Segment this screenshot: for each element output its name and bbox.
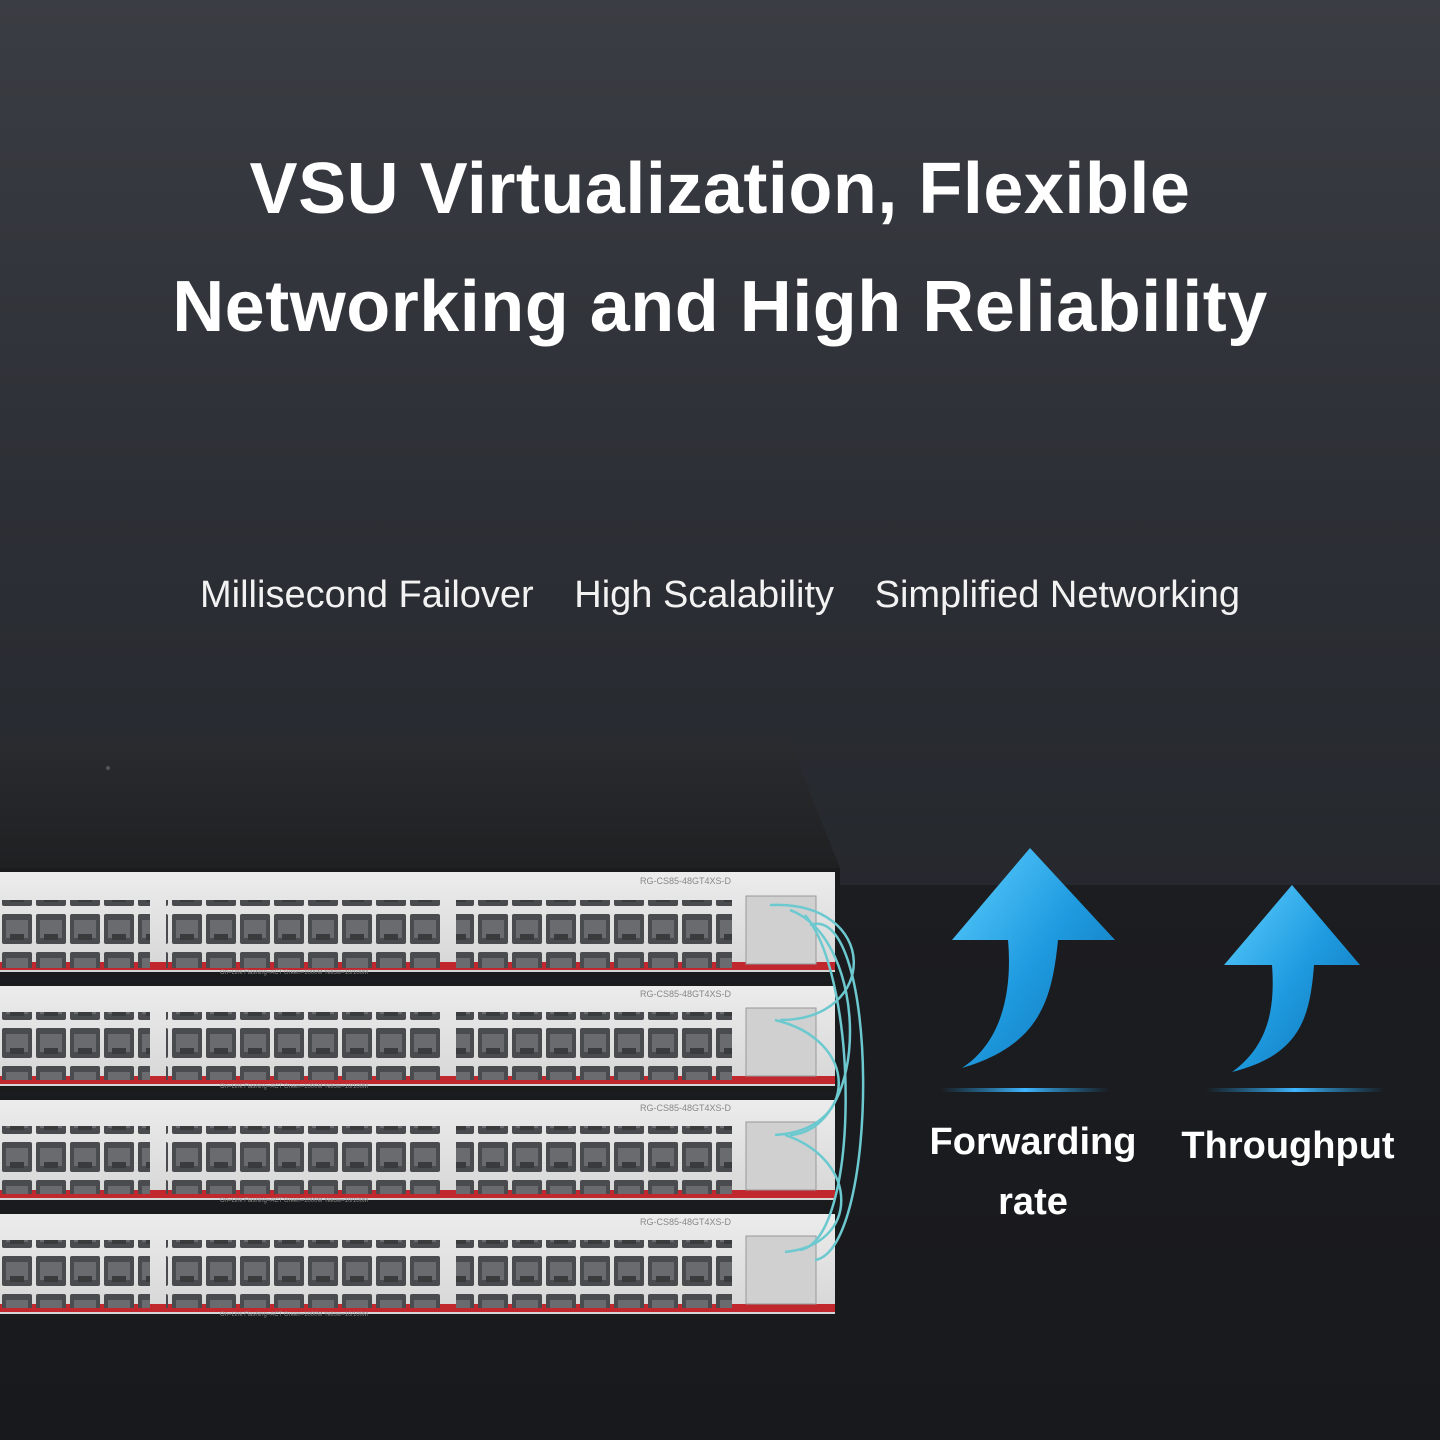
switch-unit [0,868,840,978]
switch-top-cover [0,742,840,868]
page-title: VSU Virtualization, Flexible Networking … [0,130,1440,366]
metric-label-line: rate [998,1181,1068,1223]
switch-model-label: RG-CS85-48GT4XS-D [640,989,732,999]
switch-unit [0,1096,840,1206]
led-legend: On=Link Flashing=ACT Green=1000M Yellow=… [220,1084,368,1090]
switch-unit [0,1210,840,1320]
switch-model-label: RG-CS85-48GT4XS-D [640,1217,732,1227]
feature-scalability: High Scalability [574,574,835,616]
feature-networking: Simplified Networking [874,574,1240,616]
metric-label-line: Throughput [1181,1125,1395,1167]
metric-forwarding-rate: Forwarding rate [918,1112,1148,1232]
metric-throughput: Throughput [1168,1116,1408,1176]
switch-model-label: RG-CS85-48GT4XS-D [640,876,732,886]
feature-failover: Millisecond Failover [200,574,534,616]
fiber-cables [769,903,865,1262]
switch-unit [0,982,840,1092]
title-line-2: Networking and High Reliability [172,267,1268,347]
title-line-1: VSU Virtualization, Flexible [249,149,1191,229]
switch-model-label: RG-CS85-48GT4XS-D [640,1103,732,1113]
metric-label-line: Forwarding [929,1121,1137,1163]
led-legend: On=Link Flashing=ACT Green=1000M Yellow=… [220,1312,368,1318]
feature-list: Millisecond Failover High Scalability Si… [0,574,1440,617]
led-legend: On=Link Flashing=ACT Green=1000M Yellow=… [220,1198,368,1204]
arrow-up-icon [940,848,1115,1092]
arrow-up-icon [1205,885,1385,1092]
led-legend: On=Link Flashing=ACT Green=1000M Yellow=… [220,970,368,976]
